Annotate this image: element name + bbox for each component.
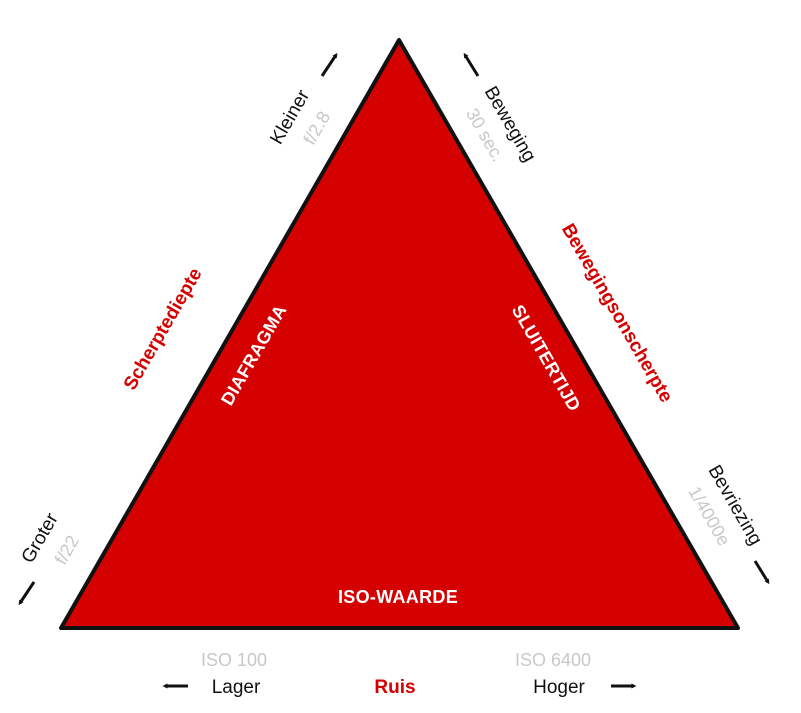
arrow-icon [18,581,36,606]
iso-side-label: ISO-WAARDE [338,587,458,607]
aperture-top-value: f/2.8 [299,108,334,148]
iso-low-value: ISO 100 [201,650,267,670]
exposure-triangle [59,38,740,630]
aperture-effect-label: Scherptediepte [120,265,207,394]
arrow-icon [753,560,770,585]
arrow-icon [463,52,480,77]
iso-high-direction: Hoger [533,677,585,698]
iso-low-direction: Lager [212,677,261,698]
iso-high-value: ISO 6400 [515,650,591,670]
arrow-icon [320,52,338,77]
aperture-bottom-value: f/22 [51,532,83,568]
iso-effect-label: Ruis [374,677,415,698]
